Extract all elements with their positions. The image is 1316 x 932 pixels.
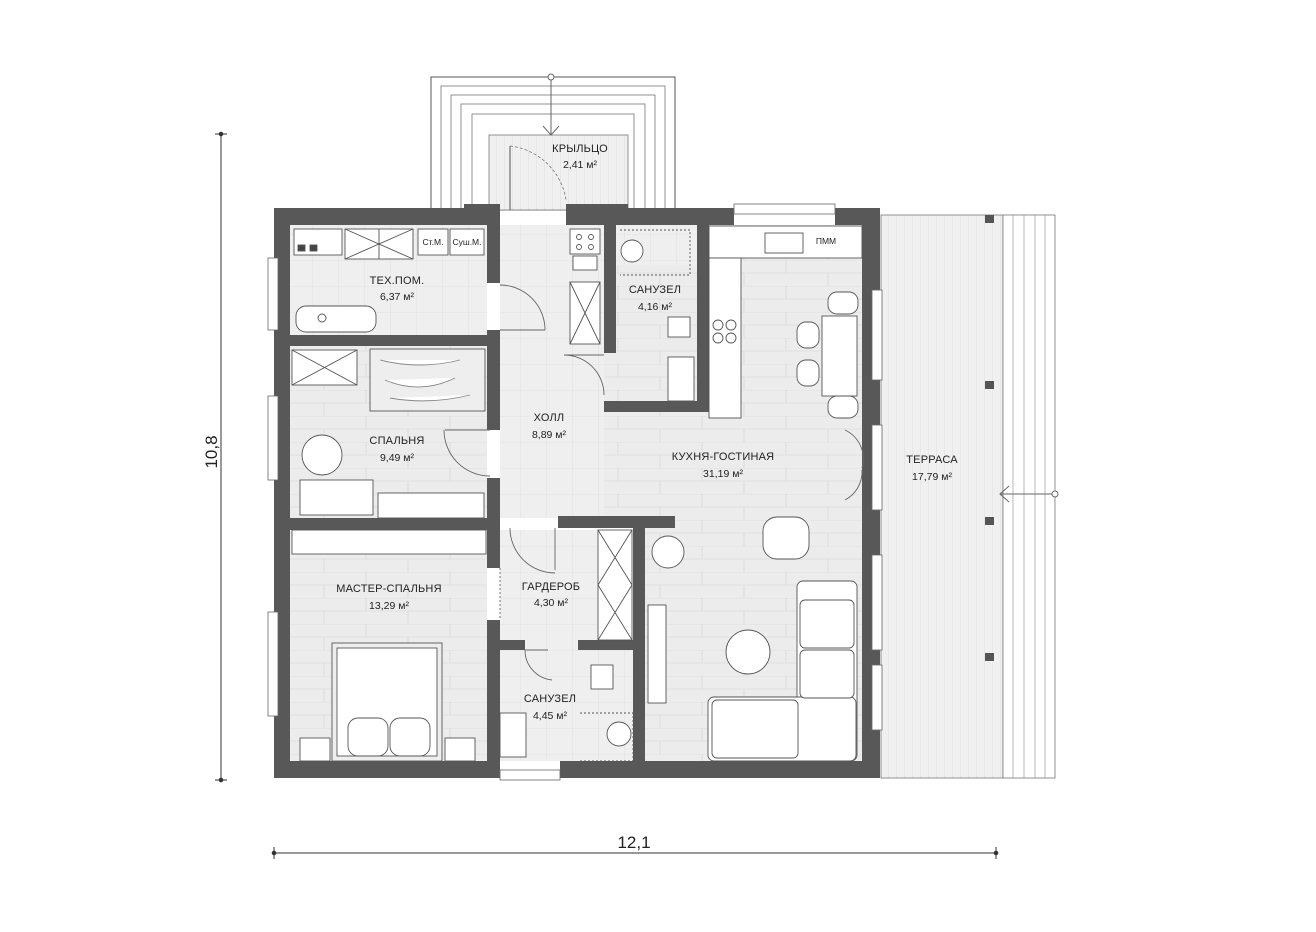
dimension-height-label: 10,8 [202,435,221,468]
room-name: СПАЛЬНЯ [369,435,424,447]
windows [267,203,883,781]
porch [430,73,676,211]
room-name: ХОЛЛ [534,412,565,424]
furniture [291,225,863,762]
room-name: ТЕРРАСА [906,454,958,466]
room-area: 4,30 м² [534,597,569,609]
room-name: САНУЗЕЛ [629,284,681,296]
walls [274,204,880,778]
room-area: 8,89 м² [532,429,567,441]
room-area: 17,79 м² [912,471,952,483]
room-area: 6,37 м² [380,291,415,303]
room-name: ГАРДЕРОБ [522,581,580,593]
room-area: 31,19 м² [703,468,743,480]
room-label-utility: ТЕХ.ПОМ. 6,37 м² [370,275,425,303]
room-label-bath1: САНУЗЕЛ 4,16 м² [629,284,681,313]
doors [443,284,864,681]
dimension-width-label: 12,1 [617,833,650,852]
room-label-bath2: САНУЗЕЛ 4,45 м² [524,693,576,722]
room-area: 9,49 м² [380,452,415,464]
terrace [880,214,1059,779]
room-label-master: МАСТЕР-СПАЛЬНЯ 13,29 м² [336,583,441,612]
room-label-porch: КРЫЛЬЦО 2,41 м² [552,143,608,171]
dishwasher-label: ПММ [816,236,836,246]
room-area: 4,45 м² [533,710,568,722]
room-name: МАСТЕР-СПАЛЬНЯ [336,583,441,595]
dimension-lines [215,131,999,859]
room-label-hall: ХОЛЛ 8,89 м² [532,412,567,441]
room-name: ТЕХ.ПОМ. [370,275,425,287]
room-label-living: КУХНЯ-ГОСТИНАЯ 31,19 м² [672,451,775,480]
room-label-terrace: ТЕРРАСА 17,79 м² [906,454,958,483]
room-area: 13,29 м² [369,600,409,612]
room-name: КРЫЛЬЦО [552,143,608,155]
room-label-bedroom: СПАЛЬНЯ 9,49 м² [369,435,424,464]
room-name: САНУЗЕЛ [524,693,576,705]
room-area: 2,41 м² [563,159,598,171]
room-label-wardrobe: ГАРДЕРОБ 4,30 м² [522,581,580,609]
dryer-label: Суш.М. [452,237,481,247]
room-area: 4,16 м² [638,301,673,313]
room-name: КУХНЯ-ГОСТИНАЯ [672,451,775,463]
washer-label: Ст.М. [423,237,444,247]
